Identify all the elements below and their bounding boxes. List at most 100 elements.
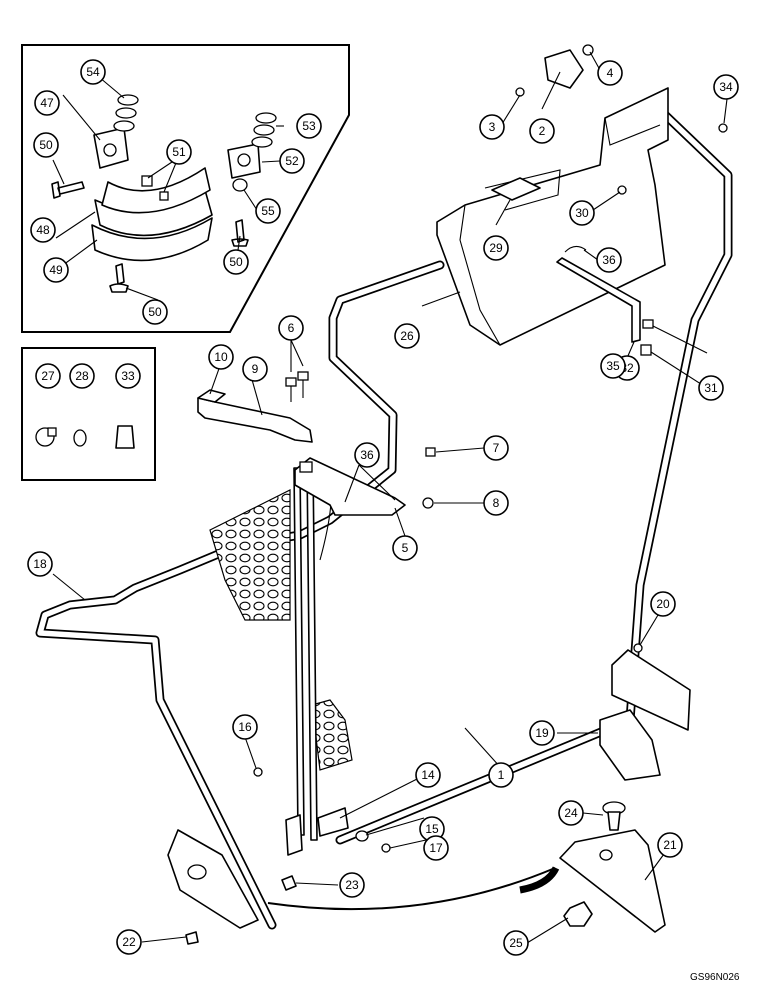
callout-7: 7: [483, 435, 509, 461]
part-27-clip: [35, 427, 57, 447]
inset-hardware-detail: [21, 44, 350, 333]
small-hardware: [185, 44, 728, 945]
callout-number: 23: [345, 878, 359, 892]
callout-number: 19: [535, 726, 549, 740]
callout-27: 27: [35, 363, 61, 389]
drawing-code: GS96N026: [690, 972, 740, 983]
callout-number: 16: [238, 720, 252, 734]
nut-25: [563, 901, 593, 927]
callout-8: 8: [483, 490, 509, 516]
nut-on-bracket: [187, 864, 207, 880]
callout-number: 3: [489, 120, 496, 134]
fastener-51-a: [141, 175, 153, 187]
bolt-24: [602, 801, 626, 831]
callout-number: 18: [33, 557, 47, 571]
callout-52: 52: [279, 148, 305, 174]
callout-number: 48: [36, 223, 50, 237]
callout-17: 17: [423, 835, 449, 861]
screen-mesh-upper: [209, 489, 291, 621]
callout-number: 53: [302, 119, 316, 133]
callout-number: 7: [493, 441, 500, 455]
part-33-nut: [115, 425, 135, 449]
callout-47: 47: [34, 90, 60, 116]
callout-49: 49: [43, 257, 69, 283]
vertical-post: [285, 461, 349, 856]
callout-34: 34: [713, 74, 739, 100]
callout-number: 1: [498, 768, 505, 782]
callout-55: 55: [255, 198, 281, 224]
callout-number: 6: [288, 321, 295, 335]
callout-36: 36: [354, 442, 380, 468]
callout-number: 29: [489, 241, 503, 255]
bracket-2: [544, 49, 584, 89]
leader-lines: [52, 51, 728, 944]
callout-number: 5: [402, 541, 409, 555]
callout-10: 10: [208, 344, 234, 370]
callout-21: 21: [657, 832, 683, 858]
callout-4: 4: [597, 60, 623, 86]
callout-54: 54: [80, 59, 106, 85]
callout-number: 8: [493, 496, 500, 510]
latch-19: [599, 709, 661, 781]
bracket-14: [317, 807, 349, 837]
callout-number: 15: [425, 822, 439, 836]
callout-50: 50: [142, 299, 168, 325]
clamp-band-51: [101, 167, 211, 214]
callout-number: 34: [719, 80, 733, 94]
callout-16: 16: [232, 714, 258, 740]
wire-harness-thick: [519, 866, 560, 894]
callout-number: 22: [122, 935, 136, 949]
callout-number: 50: [229, 255, 243, 269]
callout-5: 5: [392, 535, 418, 561]
wire-harness: [267, 867, 556, 911]
screen-mesh-lower: [311, 699, 353, 771]
callout-35: 35: [600, 353, 626, 379]
callout-number: 51: [172, 145, 186, 159]
callout-51: 51: [166, 139, 192, 165]
callout-50: 50: [223, 249, 249, 275]
callout-number: 24: [564, 806, 578, 820]
callout-number: 9: [252, 362, 259, 376]
callout-2: 2: [529, 118, 555, 144]
callout-9: 9: [242, 356, 268, 382]
callout-48: 48: [30, 217, 56, 243]
callout-33: 33: [115, 363, 141, 389]
callout-26: 26: [394, 323, 420, 349]
bracket-10: [197, 389, 226, 403]
rivet-50-b: [231, 219, 249, 247]
callout-number: 30: [575, 206, 589, 220]
callout-6: 6: [278, 315, 304, 341]
callout-number: 33: [121, 369, 135, 383]
callout-number: 4: [607, 66, 614, 80]
callout-number: 20: [656, 597, 670, 611]
callout-3: 3: [479, 114, 505, 140]
slot-29: [491, 177, 541, 201]
callout-number: 35: [606, 359, 620, 373]
part-28-ring: [73, 429, 87, 447]
callout-number: 36: [360, 448, 374, 462]
callout-number: 17: [429, 841, 443, 855]
rivet-50-c: [109, 263, 129, 293]
inset-small-parts: [21, 347, 156, 481]
fastener-stack-53: [232, 112, 277, 192]
callout-number: 27: [41, 369, 55, 383]
callout-36: 36: [596, 247, 622, 273]
hole-21: [599, 849, 613, 861]
fastener-51-b: [159, 191, 169, 201]
bolts-6: [285, 371, 309, 402]
clamp-half-49: [91, 217, 213, 262]
callout-number: 54: [86, 65, 100, 79]
callout-1: 1: [488, 762, 514, 788]
callout-53: 53: [296, 113, 322, 139]
callout-number: 52: [285, 154, 299, 168]
callout-19: 19: [529, 720, 555, 746]
callout-24: 24: [558, 800, 584, 826]
bracket-9: [197, 397, 313, 443]
callout-14: 14: [415, 762, 441, 788]
callout-number: 47: [40, 96, 54, 110]
callout-29: 29: [483, 235, 509, 261]
callout-number: 26: [400, 329, 414, 343]
callout-15: 15: [419, 816, 445, 842]
